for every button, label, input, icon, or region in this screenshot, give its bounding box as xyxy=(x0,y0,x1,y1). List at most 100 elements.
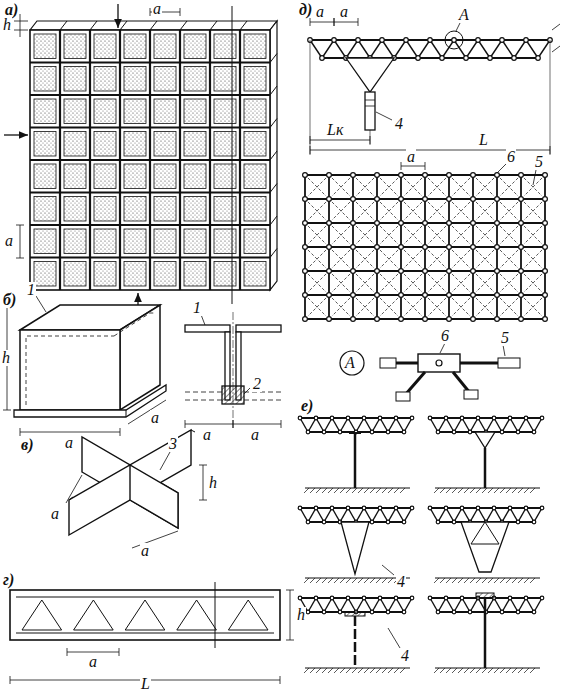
line xyxy=(370,130,371,145)
line xyxy=(454,508,462,522)
line xyxy=(464,578,469,583)
line xyxy=(16,225,24,226)
line xyxy=(452,178,470,196)
line xyxy=(524,668,529,673)
truss-node xyxy=(543,197,548,202)
line xyxy=(30,126,270,128)
line xyxy=(452,226,470,244)
truss-node xyxy=(303,197,308,202)
truss-node xyxy=(436,430,440,434)
truss-node xyxy=(428,38,433,43)
outline xyxy=(214,67,236,92)
line xyxy=(462,418,470,432)
truss-node xyxy=(495,221,500,226)
truss-node xyxy=(452,520,456,524)
line xyxy=(364,418,372,432)
line xyxy=(518,668,523,673)
line xyxy=(308,226,326,244)
line xyxy=(394,668,399,673)
dimension-label: a xyxy=(152,1,162,17)
outline xyxy=(64,34,86,59)
truss-node xyxy=(543,317,548,322)
line xyxy=(10,676,11,684)
line xyxy=(456,23,460,31)
truss-node xyxy=(399,317,404,322)
line xyxy=(404,202,422,220)
line xyxy=(316,598,324,612)
truss-node xyxy=(386,520,390,524)
truss-node xyxy=(327,245,332,250)
dimension-label: 1 xyxy=(192,300,202,316)
truss-node xyxy=(394,506,398,510)
line xyxy=(356,178,374,196)
line xyxy=(494,578,499,583)
truss-node xyxy=(495,269,500,274)
line xyxy=(401,166,425,167)
truss-node xyxy=(370,430,374,434)
truss-node xyxy=(460,506,464,510)
truss-node xyxy=(500,38,505,43)
line xyxy=(434,488,439,493)
outline xyxy=(498,358,520,368)
line xyxy=(428,178,446,196)
outline xyxy=(154,34,176,59)
truss-node xyxy=(471,269,476,274)
dimension-label: a xyxy=(315,4,325,20)
line xyxy=(120,428,121,436)
truss-node xyxy=(322,430,326,434)
truss-node xyxy=(375,197,380,202)
line xyxy=(524,226,542,244)
outline xyxy=(228,600,268,630)
truss-node xyxy=(428,596,432,600)
line xyxy=(514,40,526,58)
truss-node xyxy=(543,221,548,226)
outline xyxy=(154,197,176,222)
line xyxy=(334,668,339,673)
line xyxy=(356,298,374,316)
truss-node xyxy=(378,416,382,420)
truss-node xyxy=(492,416,496,420)
line xyxy=(404,274,422,292)
line xyxy=(203,465,204,500)
truss-node xyxy=(402,610,406,614)
line xyxy=(316,578,321,583)
line xyxy=(270,151,277,160)
line xyxy=(308,431,404,433)
truss-node xyxy=(327,173,332,178)
truss-node xyxy=(444,416,448,420)
line xyxy=(30,224,270,226)
line xyxy=(428,298,446,316)
truss-node xyxy=(314,416,318,420)
line xyxy=(308,508,316,522)
line xyxy=(440,578,445,583)
truss-node xyxy=(519,317,524,322)
line xyxy=(372,418,380,432)
line xyxy=(524,488,529,493)
outline xyxy=(464,390,478,399)
truss-node xyxy=(488,56,493,61)
line xyxy=(404,298,422,316)
line xyxy=(406,40,418,58)
line xyxy=(126,410,127,417)
truss-node xyxy=(543,245,548,250)
line xyxy=(370,668,375,673)
truss-node xyxy=(423,269,428,274)
truss-node xyxy=(540,416,544,420)
truss-node xyxy=(495,245,500,250)
line xyxy=(462,598,470,612)
line xyxy=(322,668,327,673)
truss-node xyxy=(303,269,308,274)
line xyxy=(356,274,374,292)
truss-node xyxy=(436,520,440,524)
truss-node xyxy=(471,245,476,250)
line xyxy=(308,202,326,220)
line xyxy=(233,312,234,420)
line xyxy=(310,488,315,493)
line xyxy=(358,578,363,583)
line xyxy=(4,134,28,135)
line xyxy=(404,226,422,244)
line xyxy=(500,488,505,493)
truss-node xyxy=(370,610,374,614)
line xyxy=(286,640,294,641)
